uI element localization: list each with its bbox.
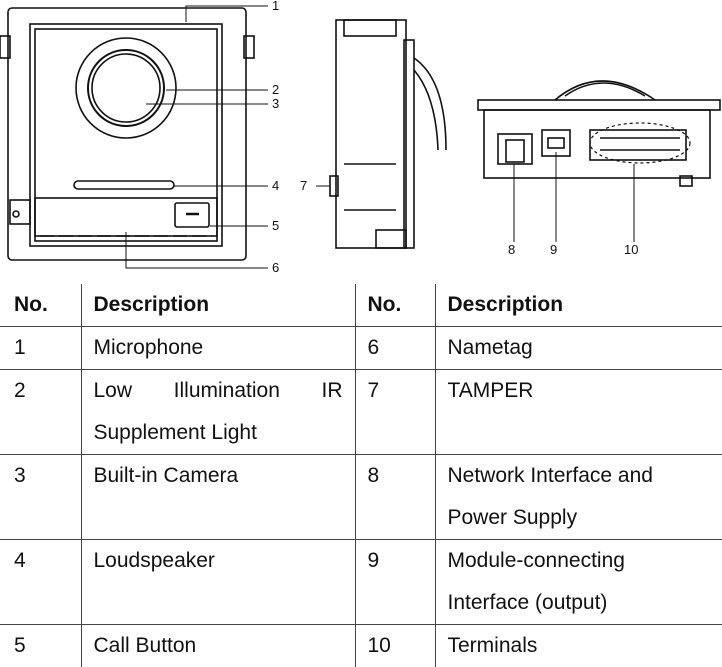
callout-5: 5 [272,218,279,233]
callout-1: 1 [272,0,279,13]
cell-description: TAMPER [435,370,722,455]
header-description: Description [81,284,355,327]
callout-6: 6 [272,260,279,275]
callout-4: 4 [272,178,279,193]
header-no: No. [0,284,81,327]
cell-no: 7 [355,370,435,455]
table-row: 3 Built-in Camera 8 Network Interface an… [0,455,722,540]
cell-description: Module-connecting Interface (output) [435,540,722,625]
table-row: 1 Microphone 6 Nametag [0,327,722,370]
callout-labels: 1 2 3 4 5 6 7 8 9 10 [272,0,638,275]
side-view [330,20,446,248]
cell-description: Built-in Camera [81,455,355,540]
cell-no: 5 [0,625,81,667]
cell-no: 9 [355,540,435,625]
cell-description: Network Interface and Power Supply [435,455,722,540]
callout-2: 2 [272,82,279,97]
cell-description: Low Illumination IR Supplement Light [81,370,355,455]
table-row: 2 Low Illumination IR Supplement Light 7… [0,370,722,455]
cell-no: 1 [0,327,81,370]
callout-7: 7 [300,178,307,193]
callout-3: 3 [272,96,279,111]
component-table: No. Description No. Description 1 Microp… [0,284,722,667]
cell-no: 4 [0,540,81,625]
cell-no: 6 [355,327,435,370]
cell-description: Call Button [81,625,355,667]
cell-description: Nametag [435,327,722,370]
cell-no: 10 [355,625,435,667]
callout-10: 10 [624,242,638,257]
cell-no: 8 [355,455,435,540]
table-row: 4 Loudspeaker 9 Module-connecting Interf… [0,540,722,625]
table-header-row: No. Description No. Description [0,284,722,327]
cell-description: Loudspeaker [81,540,355,625]
header-description: Description [435,284,722,327]
cell-no: 2 [0,370,81,455]
header-no: No. [355,284,435,327]
callout-leaders [126,6,634,268]
cell-description: Microphone [81,327,355,370]
cell-description: Terminals [435,625,722,667]
cell-no: 3 [0,455,81,540]
callout-9: 9 [550,242,557,257]
front-view [0,8,254,260]
callout-8: 8 [508,242,515,257]
table-row: 5 Call Button 10 Terminals [0,625,722,667]
device-diagram: 1 2 3 4 5 6 7 8 9 10 [0,0,722,282]
